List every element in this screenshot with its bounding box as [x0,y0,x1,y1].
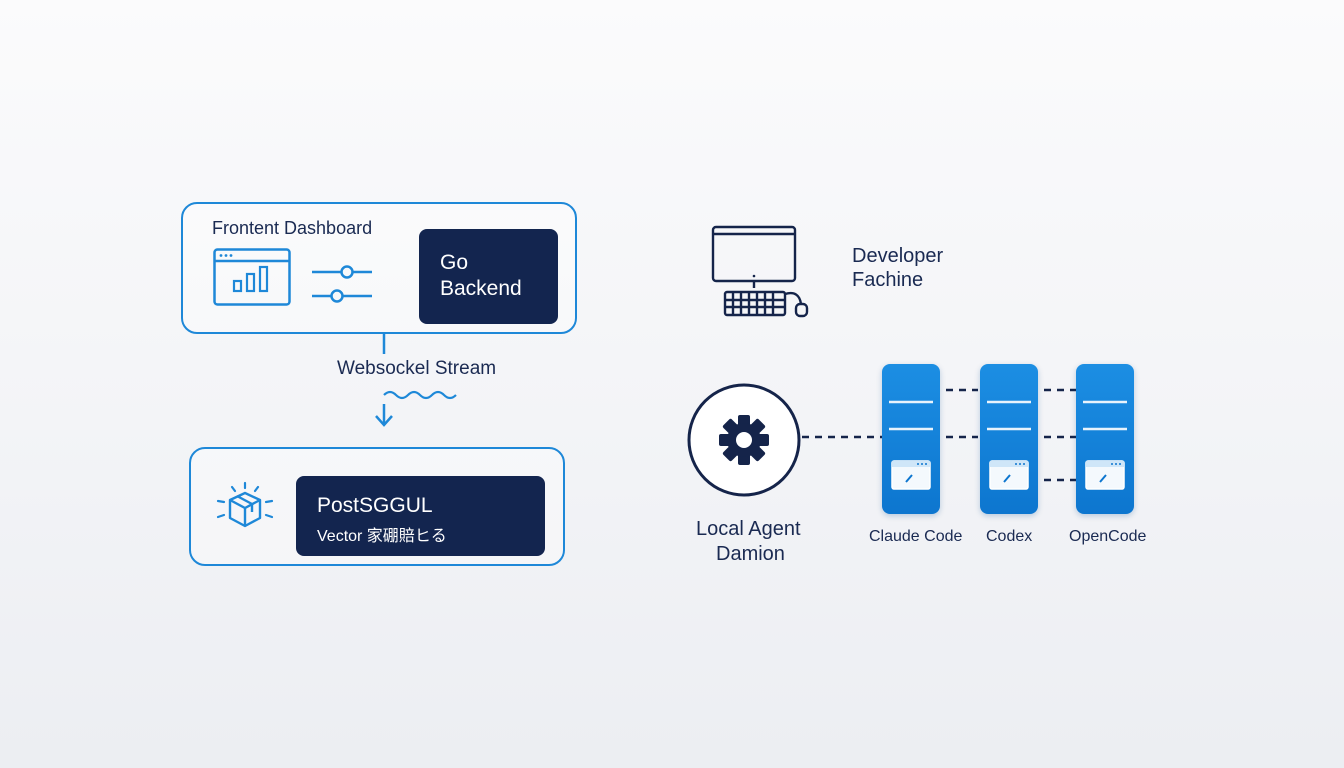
server-details [889,400,1127,431]
postgres-title: PostSGGUL [317,494,433,517]
server-label-opencode: OpenCode [1069,528,1147,545]
server-label-claude-code: Claude Code [869,528,963,545]
dashboard-window-icon [213,248,291,306]
backend-label-line2: Backend [440,277,522,300]
frontend-dashboard-title: Frontent Dashboard [212,218,373,238]
server-label-codex: Codex [986,528,1033,545]
developer-label-line1: Developer [852,245,944,267]
wave-stream-icon [383,390,457,400]
cube-icon [216,481,274,528]
terminal-window-icon [891,460,931,490]
gear-icon [719,415,769,465]
backend-label-line1: Go [440,251,469,274]
terminal-window-icon [989,460,1029,490]
arrow-down-icon [375,404,393,427]
agent-label-line1: Local Agent [696,518,801,540]
agent-connectors [802,388,1076,482]
developer-label-line2: Fachine [852,269,924,291]
websocket-connector [382,334,386,354]
agent-label-line2: Damion [716,543,785,565]
terminal-window-icon [1085,460,1125,490]
computer-icon [711,225,809,318]
websocket-stream-label: Websockel Stream [337,358,497,379]
go-backend-box: Go Backend [419,229,558,324]
slider-controls-icon [312,265,372,303]
postgres-box: PostSGGUL Vector 家硼賠ヒる [296,476,545,556]
postgres-subtitle: Vector 家硼賠ヒる [317,528,447,545]
